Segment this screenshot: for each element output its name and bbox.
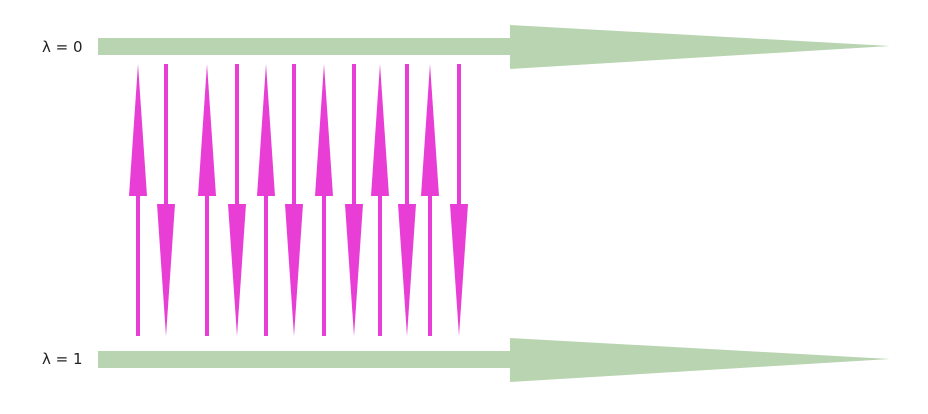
transition-arrow-shaft [292, 64, 296, 206]
transition-arrow-down [285, 64, 303, 336]
transition-arrow-head [157, 204, 175, 336]
transition-arrow-down [450, 64, 468, 336]
transition-arrow-shaft [322, 194, 326, 336]
transition-arrow-down [398, 64, 416, 336]
transition-arrow-shaft [264, 194, 268, 336]
lambda-1-arrow [98, 338, 890, 382]
transition-arrow-shaft [405, 64, 409, 206]
lambda-0-label: λ = 0 [42, 38, 83, 56]
transition-arrow-up [371, 64, 389, 336]
transition-arrow-down [228, 64, 246, 336]
transition-arrow-head [228, 204, 246, 336]
transition-arrow-shaft [457, 64, 461, 206]
transition-arrow-head [450, 204, 468, 336]
transition-arrow-down [345, 64, 363, 336]
transition-arrow-up [257, 64, 275, 336]
transition-arrow-head [371, 64, 389, 196]
transition-arrow-shaft [205, 194, 209, 336]
transition-arrow-shaft [164, 64, 168, 206]
transition-arrow-head [285, 204, 303, 336]
transition-arrow-head [257, 64, 275, 196]
transition-arrow-head [315, 64, 333, 196]
transition-arrow-head [398, 204, 416, 336]
transition-arrow-down [157, 64, 175, 336]
transition-arrow-shaft [235, 64, 239, 206]
transition-arrow-shaft [378, 194, 382, 336]
lambda-1-label: λ = 1 [42, 350, 83, 368]
transition-arrow-shaft [428, 194, 432, 336]
lambda-0-arrow [98, 25, 890, 69]
transition-arrow-head [129, 64, 147, 196]
transition-arrow-up [129, 64, 147, 336]
transition-arrow-head [421, 64, 439, 196]
transition-arrow-head [345, 204, 363, 336]
transition-arrow-up [315, 64, 333, 336]
transition-arrows [129, 64, 468, 336]
transition-arrow-up [421, 64, 439, 336]
transition-arrow-shaft [352, 64, 356, 206]
transition-arrow-head [198, 64, 216, 196]
transition-arrow-up [198, 64, 216, 336]
transition-arrow-shaft [136, 194, 140, 336]
